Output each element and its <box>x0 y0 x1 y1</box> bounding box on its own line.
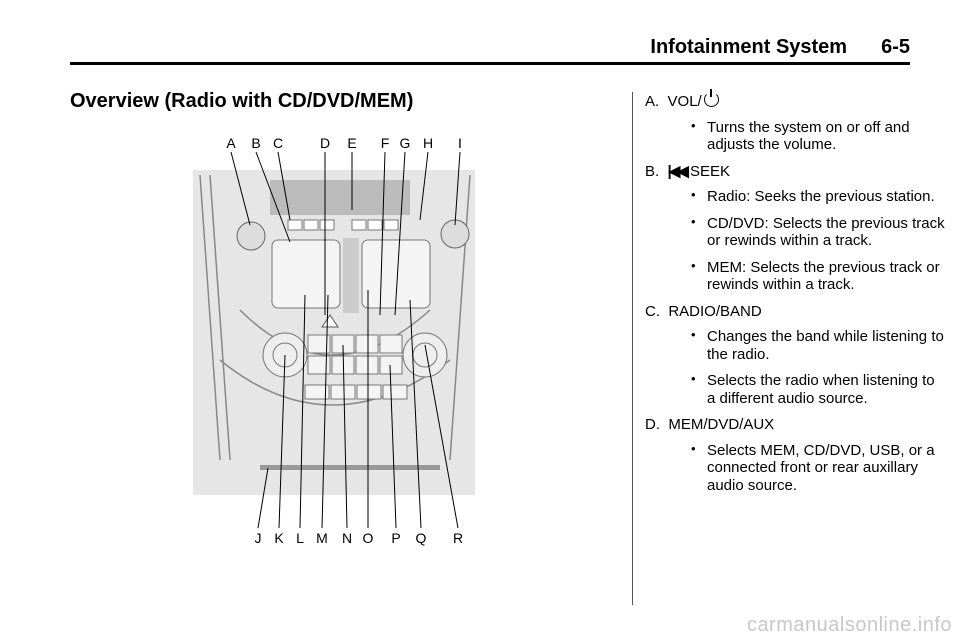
callout-b: B <box>251 135 260 151</box>
running-header: Infotainment System 6-5 <box>650 36 910 59</box>
item-label: VOL/ <box>667 93 702 110</box>
callout-r: R <box>453 530 463 546</box>
callout-h: H <box>423 135 433 151</box>
callout-g: G <box>400 135 411 151</box>
callout-q: Q <box>416 530 427 546</box>
callout-p: P <box>391 530 400 546</box>
callout-i: I <box>458 135 462 151</box>
control-descriptions: A. VOL/ Turns the system on or off and a… <box>645 89 945 503</box>
bullet: Radio: Seeks the previous station. <box>645 186 945 206</box>
page-number: 6-5 <box>881 36 910 58</box>
callout-e: E <box>347 135 356 151</box>
callout-l: L <box>296 530 304 546</box>
item-label: MEM/DVD/AUX <box>668 416 775 433</box>
item-b: B. |◀◀ SEEK Radio: Seeks the previous st… <box>645 163 945 294</box>
callout-o: O <box>363 530 374 546</box>
item-a: A. VOL/ Turns the system on or off and a… <box>645 89 945 154</box>
callout-f: F <box>381 135 390 151</box>
seek-back-icon: |◀◀ <box>667 162 689 180</box>
bullet: Selects MEM, CD/DVD, USB, or a connected… <box>645 440 945 495</box>
callout-n: N <box>342 530 352 546</box>
callout-k: K <box>274 530 284 546</box>
bullet: Selects the radio when listening to a di… <box>645 370 945 407</box>
bullet: MEM: Selects the previous track or rewin… <box>645 257 945 294</box>
watermark: carmanualsonline.info <box>746 614 952 636</box>
item-label: RADIO/BAND <box>668 302 762 320</box>
section-title: Infotainment System <box>650 36 848 58</box>
callout-j: J <box>255 530 262 546</box>
item-letter: D. <box>645 416 660 433</box>
bullet: Turns the system on or off and adjusts t… <box>645 117 945 154</box>
item-letter: C. <box>645 302 660 320</box>
item-letter: A. <box>645 93 660 110</box>
item-label: SEEK <box>689 162 731 180</box>
callout-d: D <box>320 135 330 151</box>
page-title: Overview (Radio with CD/DVD/MEM) <box>70 90 414 112</box>
column-divider <box>632 92 633 605</box>
item-letter: B. <box>645 162 660 180</box>
callout-a: A <box>226 135 236 151</box>
callout-m: M <box>316 530 328 546</box>
bullet: Changes the band while listening to the … <box>645 326 945 363</box>
radio-panel-illustration: A B C D E F G H I J K L M N O P Q R <box>193 135 475 546</box>
item-c: C. RADIO/BAND Changes the band while lis… <box>645 303 945 408</box>
callout-c: C <box>273 135 283 151</box>
power-icon <box>703 89 719 107</box>
item-d: D. MEM/DVD/AUX Selects MEM, CD/DVD, USB,… <box>645 416 945 494</box>
header-rule <box>70 62 910 65</box>
bullet: CD/DVD: Selects the previous track or re… <box>645 213 945 250</box>
